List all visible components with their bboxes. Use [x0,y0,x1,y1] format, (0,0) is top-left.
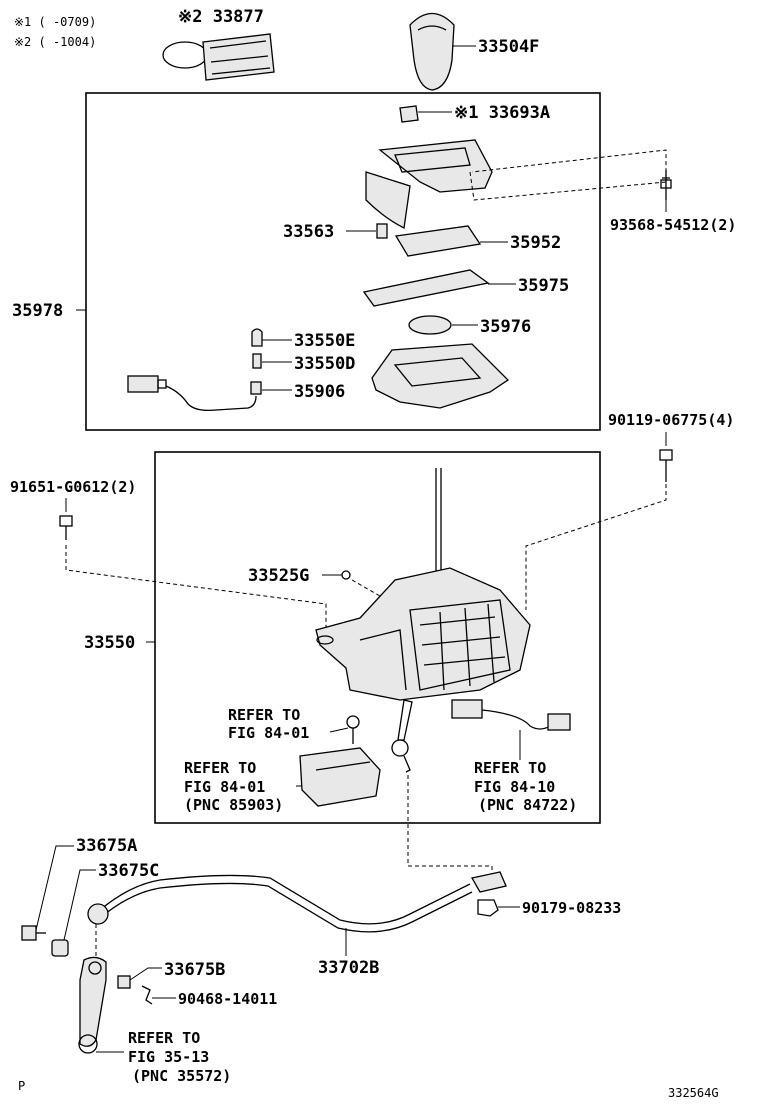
part-33702B-drawing [87,871,507,933]
part-90179-drawing [477,899,499,917]
part-base-drawing [371,343,510,409]
label-35978: 35978 [12,301,63,321]
part-35975-drawing [362,269,490,307]
part-33675A-drawing [21,925,46,941]
label-90179: 90179-08233 [522,899,621,917]
part-35952-drawing [394,225,482,257]
part-85903-drawing [299,747,381,807]
refer-4-line-3: (PNC 35572) [132,1067,231,1085]
part-93568-drawing [660,170,672,200]
part-33877-drawing [162,33,275,81]
part-33550-drawing [315,567,531,701]
label-33550D: 33550D [294,354,355,374]
label-33877: ※2 33877 [178,7,264,27]
refer-3-line-1: REFER TO [474,759,546,777]
frame-35978 [85,92,601,431]
label-33525G: 33525G [248,566,309,586]
part-33693A-drawing [399,105,419,123]
label-35976: 35976 [480,317,531,337]
part-housing-drawing [365,139,493,229]
label-33563: 33563 [283,222,334,242]
part-33563-drawing [376,223,388,239]
part-33675B-drawing [117,975,131,989]
label-91651: 91651-G0612(2) [10,478,136,496]
label-35975: 35975 [518,276,569,296]
refer-2-line-2: FIG 84-01 [184,778,265,796]
label-33675B: 33675B [164,960,225,980]
label-90119: 90119-06775(4) [608,411,734,429]
part-33504F-drawing [409,12,455,91]
part-33675C-drawing [51,939,69,957]
label-35906: 35906 [294,382,345,402]
part-33525G-drawing [341,570,351,580]
footer-left: P [18,1079,25,1093]
note-2: ※2 ( -1004) [14,35,96,49]
part-90468-drawing [141,985,153,1005]
refer-4-line-2: FIG 35-13 [128,1048,209,1066]
refer-3-line-3: (PNC 84722) [478,796,577,814]
part-35976-drawing [408,315,452,335]
part-35906-drawing [127,375,262,412]
frame-33550 [154,451,601,824]
note-1: ※1 ( -0709) [14,15,96,29]
label-33702B: 33702B [318,958,379,978]
footer-code: 332564G [668,1086,719,1100]
refer-2-line-1: REFER TO [184,759,256,777]
part-84722-drawing [451,699,571,731]
label-33675A: 33675A [76,836,137,856]
label-33504F: 33504F [478,37,539,57]
refer-1-line-2: FIG 84-01 [228,724,309,742]
label-93568: 93568-54512(2) [610,216,736,234]
part-33550D-drawing [252,353,262,369]
label-33693A: ※1 33693A [454,103,550,123]
label-33550: 33550 [84,633,135,653]
refer-4-line-1: REFER TO [128,1029,200,1047]
refer-2-line-3: (PNC 85903) [184,796,283,814]
label-35952: 35952 [510,233,561,253]
part-90119-drawing [659,449,673,482]
refer-3-line-2: FIG 84-10 [474,778,555,796]
label-33550E: 33550E [294,331,355,351]
part-33550E-drawing [251,328,263,347]
refer-1-line-1: REFER TO [228,706,300,724]
part-91651-drawing [59,515,73,540]
link-arm-drawing [78,956,107,1054]
label-33675C: 33675C [98,861,159,881]
label-90468: 90468-14011 [178,990,277,1008]
screw-drawing [346,715,360,744]
